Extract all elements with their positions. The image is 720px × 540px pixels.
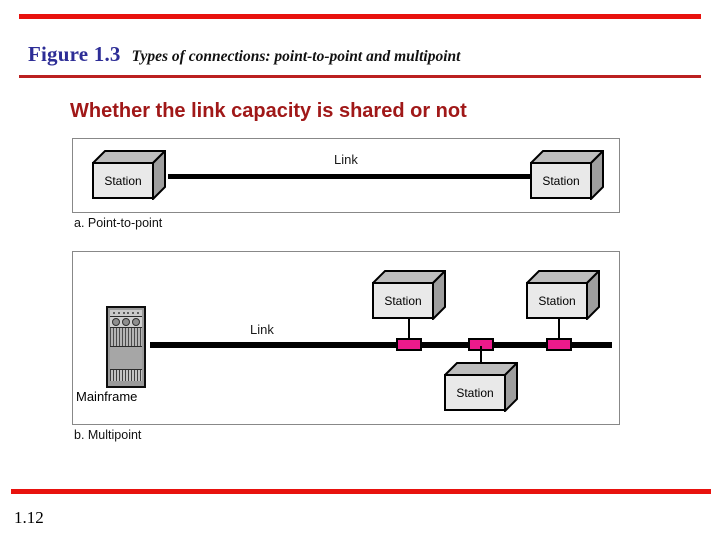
station-front-face: Station — [92, 162, 154, 199]
station-front-face: Station — [526, 282, 588, 319]
station-label: Station — [538, 293, 576, 308]
figure-caption: Types of connections: point-to-point and… — [131, 48, 461, 65]
link-label-point-to-point: Link — [334, 152, 358, 167]
stem-station-mp-bottom — [480, 346, 482, 372]
station-label: Station — [542, 173, 580, 188]
mainframe-blank-panel — [110, 347, 142, 370]
page-number: 1.12 — [14, 508, 44, 527]
station-ptp-right: Station — [530, 150, 604, 200]
station-mp-bottom: Station — [444, 362, 518, 412]
figure-title-row: Figure 1.3 Types of connections: point-t… — [28, 42, 460, 67]
mainframe-indicator-row — [110, 310, 142, 317]
caption-point-to-point: a. Point-to-point — [74, 216, 163, 230]
caption-multipoint: b. Multipoint — [74, 428, 142, 442]
station-label: Station — [104, 173, 142, 188]
station-mp-top-right: Station — [526, 270, 600, 320]
station-label: Station — [384, 293, 422, 308]
mainframe-label: Mainframe — [76, 389, 138, 404]
station-label: Station — [456, 385, 494, 400]
figure-label: Figure 1.3 — [28, 42, 121, 66]
stem-station-mp-top-right — [558, 318, 560, 340]
stem-station-mp-top-left — [408, 318, 410, 340]
station-side-face — [586, 270, 600, 320]
mainframe-vent-lower — [110, 370, 142, 381]
station-side-face — [504, 362, 518, 412]
station-side-face — [152, 150, 166, 200]
title-divider-rule — [19, 75, 701, 78]
station-front-face: Station — [530, 162, 592, 199]
mainframe-tape-drives — [110, 317, 142, 328]
station-front-face: Station — [372, 282, 434, 319]
station-side-face — [590, 150, 604, 200]
mainframe-vent-upper — [110, 328, 142, 347]
station-ptp-left: Station — [92, 150, 166, 200]
station-mp-top-left: Station — [372, 270, 446, 320]
station-front-face: Station — [444, 374, 506, 411]
bottom-red-rule — [11, 489, 711, 494]
mainframe-cabinet — [106, 306, 146, 388]
top-red-rule — [19, 14, 701, 19]
station-side-face — [432, 270, 446, 320]
link-line-multipoint — [150, 342, 612, 348]
subtitle-text: Whether the link capacity is shared or n… — [70, 100, 467, 122]
link-line-point-to-point — [168, 174, 536, 179]
link-label-multipoint: Link — [250, 322, 274, 337]
